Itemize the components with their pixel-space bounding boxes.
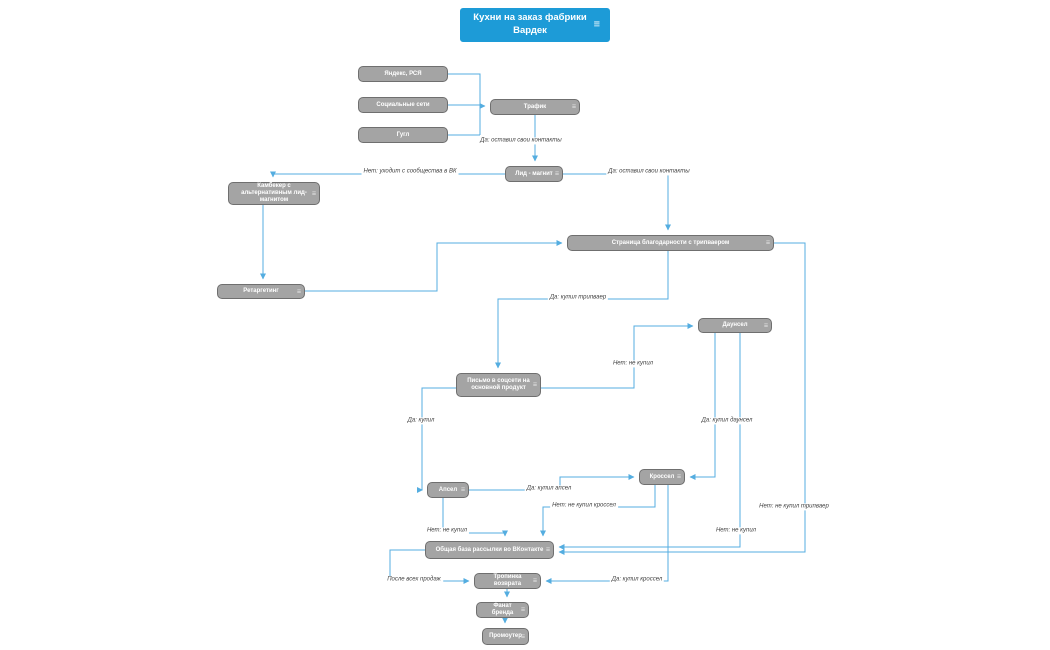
edge-label-letter-yes: Да: купил [405,417,437,425]
node-database[interactable]: Общая база рассылки во ВКонтакте ≡ [425,541,554,559]
list-icon: ≡ [520,633,525,640]
node-leadmagnet[interactable]: Лид - магнит ≡ [505,166,563,182]
edge-label-downsell-yes: Да: купил даунсел [699,417,755,425]
node-comebacker[interactable]: Камбекер с альтернативным лид-магнитом ≡ [228,182,320,205]
node-upsell[interactable]: Апсел ≡ [427,482,469,498]
node-letter[interactable]: Письмо в соцсети на основной продукт ≡ [456,373,541,397]
edge-leadmagnet-thankyou [563,173,671,231]
edge-sources-bus [448,73,481,136]
edge-upsell-database [442,498,508,537]
node-google[interactable]: Гугл [358,127,448,143]
edge-label-tripwire-yes: Да: купил трипваер [547,294,609,302]
diagram-title-box[interactable]: Кухни на заказ фабрики Вардек ≡ [460,8,610,42]
list-icon: ≡ [554,170,559,178]
edge-crosssell-database [540,485,656,537]
list-icon: ≡ [532,381,537,389]
page-title: Кухни на заказ фабрики Вардек [473,12,587,36]
list-icon: ≡ [545,546,550,554]
edge-thankyou-letter [495,251,669,369]
edge-label-after-sales: После всех продаж [385,576,443,584]
list-icon: ≡ [571,103,576,111]
list-icon: ≡ [296,288,301,295]
edge-letter-downsell [541,323,694,389]
edge-downsell-crosssell [689,333,716,480]
edge-label-lead-no: Нет: уходит с сообщества в ВК [361,168,459,176]
list-icon: ≡ [520,606,525,614]
list-icon: ≡ [765,239,770,247]
node-social[interactable]: Социальные сети [358,97,448,113]
edge-upsell-crosssell [469,474,635,491]
edge-label-traffic-yes: Да: оставил свои контакты [478,137,564,145]
edge-label-letter-no: Нет: не купил [610,360,656,368]
edge-label-tripwire-no: Нет: не купил трипваер [757,503,831,511]
node-promoter[interactable]: Промоутер ≡ [482,628,529,645]
edge-thankyou-database [558,242,806,555]
list-icon: ≡ [460,486,465,494]
node-thankyou-page[interactable]: Страница благодарности с трипваером ≡ [567,235,774,251]
edge-downsell-database [558,333,741,550]
node-crosssell[interactable]: Кроссел ≡ [639,469,685,485]
list-icon: ≡ [532,577,537,585]
edge-label-downsell-no: Нет: не купил [713,527,759,535]
node-return-path[interactable]: Тропинка возврата ≡ [474,573,541,589]
edge-label-upsell-no: Нет: не купил [424,527,470,535]
edge-label-cross-no: Нет: не купил кроссел [550,502,618,510]
list-icon: ≡ [676,473,681,481]
node-traffic[interactable]: Трафик ≡ [490,99,580,115]
list-icon: ≡ [311,190,316,197]
node-brand-fan[interactable]: Фанат бренда ≡ [476,602,529,618]
edge-letter-upsell [417,387,456,493]
edge-label-cross-yes: Да: купил кроссел [609,576,665,584]
edge-label-upsell-yes: Да: купил апсел [524,485,574,493]
node-downsell[interactable]: Даунсел ≡ [698,318,772,333]
menu-icon[interactable]: ≡ [593,18,600,31]
node-retargeting[interactable]: Ретаргетинг ≡ [217,284,305,299]
edge-label-lead-yes: Да: оставил свои контакты [606,168,692,176]
node-yandex[interactable]: Яндекс, РСЯ [358,66,448,82]
edge-retargeting-thankyou [305,240,563,292]
edge-crosssell-returnpath [545,485,669,584]
list-icon: ≡ [763,322,768,329]
